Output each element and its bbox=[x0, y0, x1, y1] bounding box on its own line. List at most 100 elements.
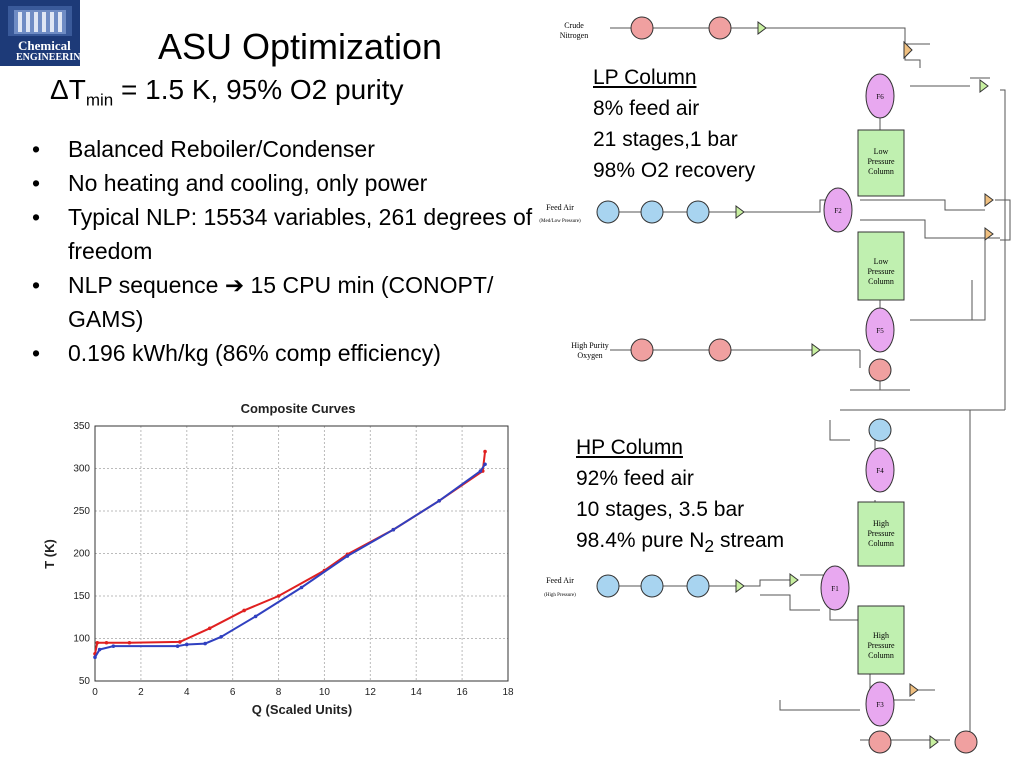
plot-frame bbox=[94, 425, 509, 682]
y-tick-label: 150 bbox=[73, 591, 90, 602]
y-tick-label: 350 bbox=[73, 421, 90, 432]
column-label: Low bbox=[874, 147, 889, 156]
feed-air-hp-sub: (High Pressure) bbox=[544, 593, 576, 598]
flash-label: F2 bbox=[834, 207, 842, 215]
x-tick-label: 8 bbox=[276, 687, 282, 698]
series-point-0 bbox=[127, 640, 132, 645]
flash-drum-icon bbox=[865, 681, 895, 727]
flash-label: F3 bbox=[876, 701, 884, 709]
series-point-0 bbox=[95, 640, 100, 645]
x-tick-label: 12 bbox=[365, 687, 377, 698]
heat-exchanger-icon bbox=[868, 730, 892, 754]
page-title: ASU Optimization bbox=[157, 26, 443, 67]
x-tick-label: 6 bbox=[230, 687, 236, 698]
heat-exchanger-icon bbox=[708, 16, 732, 40]
series-point-0 bbox=[483, 449, 487, 454]
series-point-0 bbox=[242, 608, 246, 613]
flash-label: F4 bbox=[876, 467, 884, 475]
bullet-item: No heating and cooling, only power bbox=[28, 166, 538, 200]
building-icon bbox=[0, 0, 80, 66]
cooler-icon bbox=[686, 574, 710, 598]
heat-exchanger-icon bbox=[954, 730, 978, 754]
hp-column-top bbox=[857, 501, 905, 567]
heat-exchanger-icon bbox=[868, 358, 892, 382]
y-tick-label: 300 bbox=[73, 464, 90, 475]
flash-label: F1 bbox=[831, 585, 839, 593]
valve-icon bbox=[789, 573, 799, 587]
valve-icon bbox=[979, 79, 989, 93]
subtitle-sub: min bbox=[85, 90, 114, 110]
series-point-1 bbox=[478, 469, 483, 473]
hp-column-note: HP Column 92% feed air 10 stages, 3.5 ba… bbox=[576, 432, 784, 562]
series-point-1 bbox=[203, 641, 207, 646]
series-point-1 bbox=[391, 527, 396, 532]
series-line-0 bbox=[94, 451, 487, 655]
compressor-icon bbox=[984, 193, 994, 207]
compressor-icon bbox=[903, 40, 913, 60]
flash-label: F6 bbox=[876, 93, 884, 101]
series-line-1 bbox=[94, 463, 486, 658]
series-point-0 bbox=[276, 594, 281, 598]
x-tick-label: 4 bbox=[184, 687, 190, 698]
hp-note-line: 92% feed air bbox=[576, 467, 694, 490]
hp-note-last-post: stream bbox=[714, 529, 785, 552]
lp-column-note: LP Column 8% feed air 21 stages,1 bar 98… bbox=[593, 62, 755, 186]
hp-note-line: 10 stages, 3.5 bar bbox=[576, 498, 745, 521]
series-point-0 bbox=[104, 640, 109, 645]
bullet-item: NLP sequence ➔ 15 CPU min (CONOPT/ GAMS) bbox=[28, 268, 538, 336]
heat-exchanger-icon bbox=[708, 338, 732, 362]
series-point-1 bbox=[111, 644, 116, 648]
oxygen-label: High Purity bbox=[571, 341, 609, 350]
compressor-icon bbox=[909, 683, 919, 697]
valve-icon bbox=[929, 735, 939, 749]
asu-flowsheet: Crude Nitrogen F6 Low Pressure Column Fe… bbox=[539, 16, 1011, 754]
series-point-1 bbox=[437, 499, 441, 503]
bullet-item: 0.196 kWh/kg (86% comp efficiency) bbox=[28, 336, 538, 370]
bullet-item: Balanced Reboiler/Condenser bbox=[28, 132, 538, 166]
bullet-item: Typical NLP: 15534 variables, 261 degree… bbox=[28, 200, 538, 268]
flash-label: F5 bbox=[876, 327, 884, 335]
series-point-1 bbox=[299, 585, 304, 590]
oxygen-label-2: Oxygen bbox=[577, 351, 602, 360]
hp-note-last-pre: 98.4% pure N bbox=[576, 529, 705, 552]
column-label: Column bbox=[868, 277, 894, 286]
y-tick-label: 50 bbox=[79, 676, 91, 687]
flash-drum-icon bbox=[865, 307, 895, 353]
crude-nitrogen-label-2: Nitrogen bbox=[560, 31, 588, 40]
feed-air-lp-sub: (Med/Low Pressure) bbox=[539, 219, 581, 224]
series-point-1 bbox=[345, 554, 350, 558]
y-axis-label: T (K) bbox=[42, 539, 57, 569]
heat-exchanger-icon bbox=[630, 338, 654, 362]
cooler-icon bbox=[596, 574, 620, 598]
lp-column-top bbox=[857, 129, 905, 197]
hp-note-line: 98.4% pure N2 stream bbox=[576, 525, 784, 562]
lp-note-line: 98% O2 recovery bbox=[593, 159, 756, 182]
feed-air-hp-label: Feed Air bbox=[546, 576, 574, 585]
column-label: Pressure bbox=[867, 641, 895, 650]
series-point-0 bbox=[178, 640, 182, 644]
lp-note-line: 8% feed air bbox=[593, 97, 700, 120]
x-axis-label: Q (Scaled Units) bbox=[252, 702, 352, 717]
series-point-1 bbox=[97, 647, 102, 652]
hp-note-last-sub: 2 bbox=[704, 536, 715, 557]
column-label: Pressure bbox=[867, 267, 895, 276]
subtitle-delta: ΔT bbox=[50, 74, 86, 105]
column-label: Pressure bbox=[867, 529, 895, 538]
flash-drum-icon bbox=[823, 187, 853, 233]
valve-icon bbox=[757, 21, 767, 35]
x-tick-label: 0 bbox=[92, 687, 98, 698]
column-label: High bbox=[873, 631, 889, 640]
x-tick-label: 18 bbox=[502, 687, 514, 698]
column-label: Column bbox=[868, 651, 894, 660]
valve-icon bbox=[811, 343, 821, 357]
subtitle-rest: = 1.5 K, 95% O2 purity bbox=[113, 74, 404, 105]
compressor-icon bbox=[984, 227, 994, 241]
series-point-1 bbox=[175, 644, 180, 648]
feed-air-lp-label: Feed Air bbox=[546, 203, 574, 212]
flash-drum-icon bbox=[865, 447, 895, 493]
cooler-icon bbox=[596, 200, 620, 224]
valve-icon bbox=[735, 205, 745, 219]
column-label: Pressure bbox=[867, 157, 895, 166]
column-label: Low bbox=[874, 257, 889, 266]
